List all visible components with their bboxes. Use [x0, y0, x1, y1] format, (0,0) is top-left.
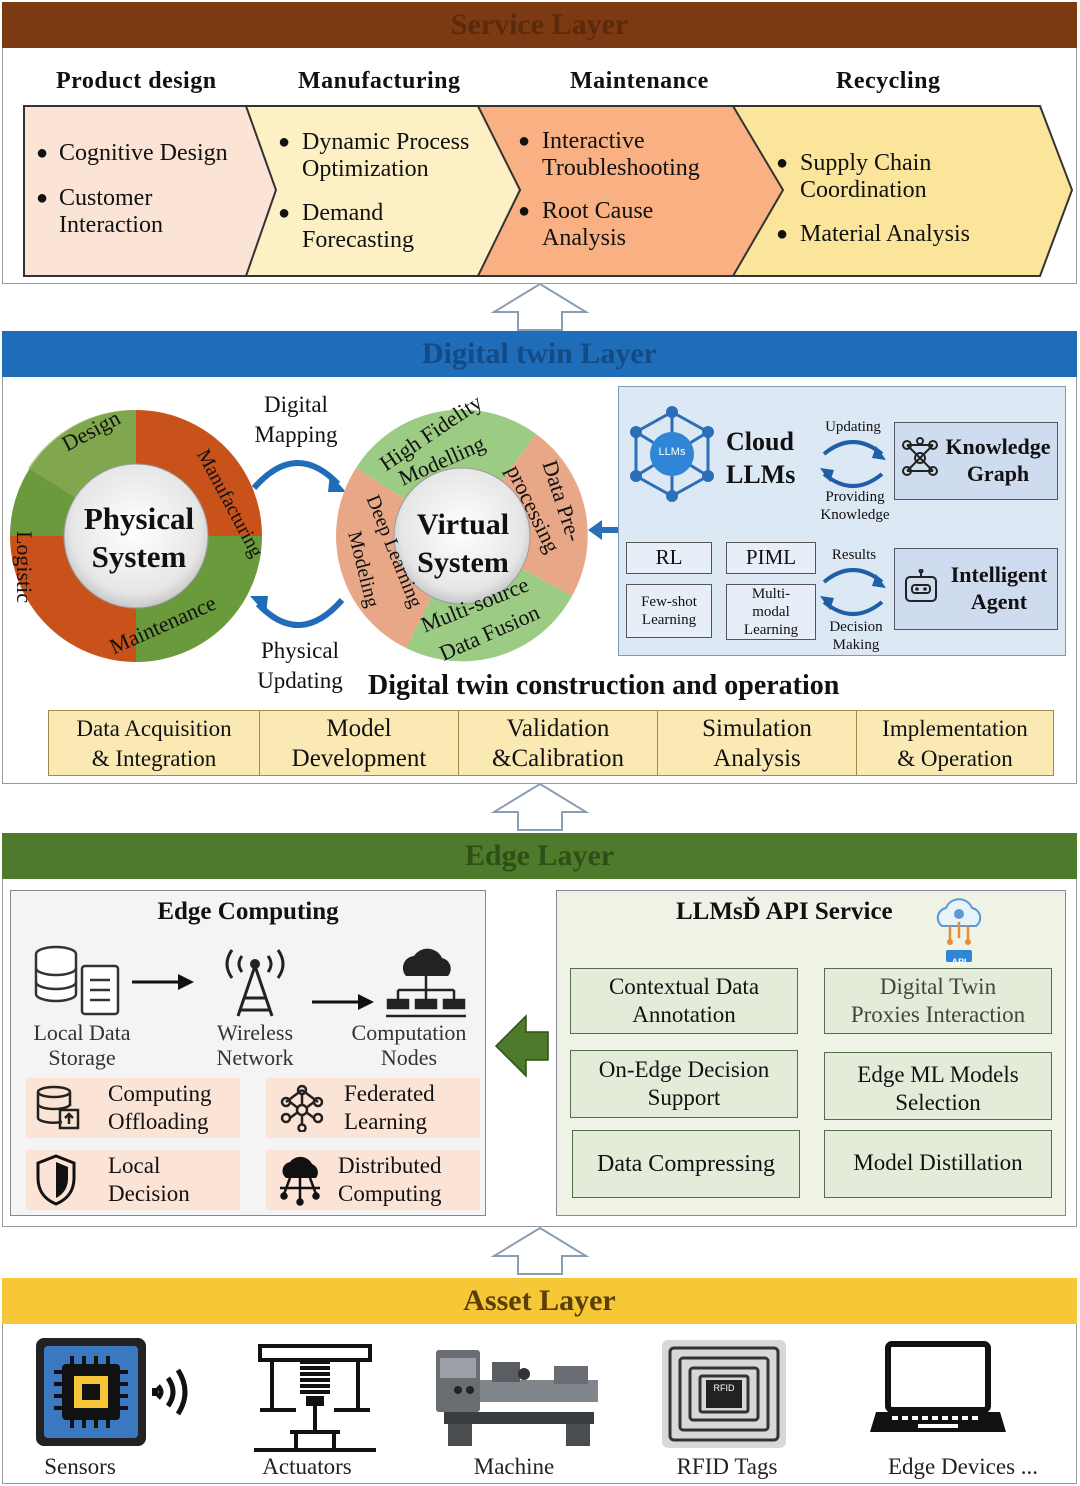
chevron-product-design: [23, 105, 278, 277]
api-data-compressing: Data Compressing: [572, 1130, 800, 1198]
construction-title: Digital twin construction and operation: [368, 670, 840, 701]
federated-learning-icon: [280, 1084, 324, 1132]
wireless-tower-icon: [225, 949, 285, 1017]
step-data-acquisition: Data Acquisition& Integration: [48, 710, 260, 776]
api-model-distillation: Model Distillation: [824, 1130, 1052, 1198]
bullet-dynamic-process-optimization: ● Dynamic Process Optimization: [278, 129, 470, 182]
bullet-customer-interaction: ● Customer Interaction: [36, 185, 163, 238]
llm-api-title: LLMsĎ API Service: [676, 898, 893, 925]
bullet-material-analysis: ● Material Analysis: [776, 221, 970, 247]
computation-nodes-icon: [386, 948, 466, 1018]
asset-label-rfid-tags: RFID Tags: [676, 1454, 778, 1479]
edge-layer-header: Edge Layer: [2, 833, 1077, 879]
up-arrow-icon: [490, 782, 590, 831]
bullet-root-cause-analysis: ● Root Cause Analysis: [518, 198, 654, 251]
physical-system-ring: [10, 409, 262, 662]
digital-mapping-label: Digital Mapping: [254, 392, 338, 447]
few-shot-learning-box: Few-shot Learning: [626, 584, 712, 638]
physical-ring-label-logistic: Logistic: [12, 530, 38, 604]
service-layer-header: Service Layer: [2, 2, 1077, 48]
cloud-llms-label: Cloud LLMs: [726, 427, 796, 489]
sensor-chip-icon: [36, 1338, 188, 1446]
rl-box: RL: [626, 542, 712, 574]
intelligent-agent-label: Intelligent Agent: [950, 562, 1048, 614]
right-arrow-icon: [132, 974, 194, 990]
step-implementation-operation: Implementation& Operation: [856, 710, 1054, 776]
green-left-arrow-icon: [494, 1014, 549, 1078]
asset-layer-header: Asset Layer: [2, 1278, 1077, 1324]
knowledge-graph-icon: [902, 437, 938, 476]
rfid-tag-icon: [662, 1340, 786, 1448]
virtual-system-title: Virtual System: [416, 508, 510, 579]
machine-lathe-icon: [436, 1350, 598, 1446]
physical-updating-label: Physical Updating: [257, 638, 343, 693]
step-validation-calibration: Validation&Calibration: [458, 710, 658, 776]
bullet-interactive-troubleshooting: ● Interactive Troubleshooting: [518, 128, 700, 181]
api-cloud-icon: [936, 898, 982, 962]
laptop-icon: [870, 1341, 1006, 1432]
offloading-icon: [36, 1085, 80, 1130]
right-arrow-icon: [312, 994, 374, 1010]
rfid-chip-text: RFID: [713, 1383, 735, 1393]
shield-icon: [36, 1154, 76, 1206]
stage-title-manufacturing: Manufacturing: [298, 68, 461, 94]
digital-twin-layer-header: Digital twin Layer: [2, 331, 1077, 377]
virtual-system-ring: [336, 410, 588, 662]
physical-updating-arrow-icon: [250, 596, 345, 628]
asset-label-edge-devices: Edge Devices ...: [887, 1454, 1039, 1479]
updating-cycle-icon: [820, 440, 886, 488]
stage-title-maintenance: Maintenance: [570, 68, 709, 94]
actuator-icon: [254, 1344, 376, 1452]
decision-making-label: Decision Making: [829, 619, 883, 653]
llms-icon-text: LLMs: [658, 446, 686, 458]
robot-icon: [905, 569, 937, 602]
stage-title-recycling: Recycling: [836, 68, 941, 94]
stage-title-product-design: Product design: [56, 68, 217, 94]
up-arrow-icon: [490, 1226, 590, 1275]
edge-computing-title: Edge Computing: [157, 898, 339, 925]
multimodal-learning-box: Multi- modal Learning: [726, 584, 816, 640]
left-arrow-icon: [588, 520, 620, 540]
asset-label-machine: Machine: [473, 1454, 555, 1479]
asset-label-actuators: Actuators: [262, 1454, 352, 1479]
bullet-cognitive-design: ● Cognitive Design: [36, 140, 228, 166]
api-icon-text: API: [951, 957, 967, 967]
physical-system-title: Physical System: [83, 501, 195, 574]
database-icon: [34, 945, 120, 1016]
service-chevrons: [23, 105, 1074, 277]
digital-mapping-arrow-icon: [251, 460, 346, 492]
llms-network-icon: [630, 406, 714, 502]
updating-label: Updating: [825, 419, 881, 435]
knowledge-graph-box: Knowledge Graph: [894, 422, 1058, 500]
intelligent-agent-box: Intelligent Agent: [894, 548, 1058, 630]
asset-label-sensors: Sensors: [44, 1454, 116, 1479]
distributed-cloud-icon: [280, 1156, 320, 1206]
bullet-supply-chain-coordination: ● Supply Chain Coordination: [776, 150, 932, 203]
piml-box: PIML: [726, 542, 816, 574]
providing-knowledge-label: Providing Knowledge: [820, 489, 890, 523]
up-arrow-icon: [490, 282, 590, 331]
knowledge-graph-label: Knowledge Graph: [945, 434, 1051, 486]
results-cycle-icon: [820, 568, 886, 616]
bullet-demand-forecasting: ● Demand Forecasting: [278, 200, 414, 253]
results-label: Results: [831, 547, 877, 563]
